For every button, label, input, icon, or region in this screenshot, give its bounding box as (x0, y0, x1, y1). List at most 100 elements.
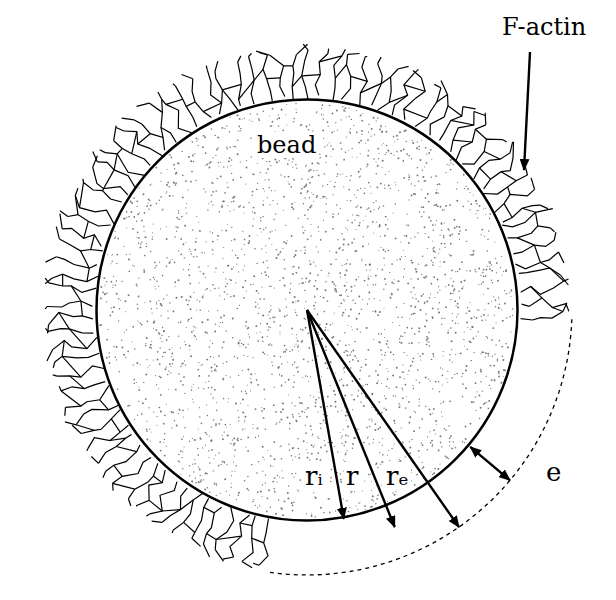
actin-filament (57, 366, 104, 377)
actin-twig (91, 457, 98, 464)
actin-twig (45, 307, 47, 309)
actin-twig (554, 232, 556, 240)
actin-twig (182, 75, 193, 79)
actin-filament (519, 268, 561, 275)
actin-crosslink (534, 245, 540, 262)
actin-crosslink (222, 84, 241, 90)
actin-filament (207, 70, 221, 115)
actin-twig (136, 505, 137, 506)
actin-filament (136, 470, 165, 506)
actin-crosslink (239, 80, 255, 99)
actin-filament (57, 257, 97, 269)
actin-filament (474, 153, 510, 179)
actin-crosslink (186, 102, 195, 106)
actin-crosslink (284, 65, 293, 66)
actin-crosslink (70, 376, 85, 389)
actin-twig (296, 44, 307, 54)
actin-twig (510, 142, 513, 153)
actin-twig (563, 303, 567, 312)
bead-label: bead (255, 132, 318, 158)
actin-filament (451, 112, 474, 152)
actin-twig (414, 69, 419, 73)
actin-crosslink (216, 536, 242, 539)
actin-crosslink (389, 95, 407, 102)
actin-filament (495, 189, 535, 212)
actin-crosslink (81, 251, 90, 268)
actin-filament (503, 205, 540, 222)
actin-crosslink (550, 268, 564, 281)
actin-crosslink (110, 438, 126, 440)
radius-arrow (307, 310, 395, 527)
actin-crosslink (484, 152, 500, 160)
actin-filament (173, 494, 203, 531)
actin-filament (47, 301, 92, 307)
actin-twig (242, 561, 252, 567)
actin-twig (253, 563, 259, 565)
actin-crosslink (69, 329, 87, 349)
radius-symbol: rᵢ (303, 462, 325, 491)
actin-crosslink (448, 106, 462, 116)
actin-crosslink (254, 69, 263, 80)
actin-twig (342, 49, 345, 55)
actin-twig (560, 275, 568, 285)
actin-twig (59, 386, 61, 391)
actin-crosslink (517, 238, 534, 245)
actin-crosslink (381, 77, 390, 84)
actin-filament (149, 103, 176, 142)
actin-filament (84, 183, 122, 202)
actin-twig (512, 142, 514, 159)
actin-twig (114, 126, 116, 141)
actin-crosslink (103, 189, 104, 191)
actin-twig (56, 227, 59, 239)
actin-filament (333, 56, 342, 100)
actin-filament (315, 54, 328, 96)
actin-crosslink (104, 170, 115, 189)
actin-twig (206, 66, 207, 70)
actin-filament (76, 405, 118, 425)
actin-twig (474, 112, 485, 116)
actin-filament (61, 382, 105, 391)
actin-filament (521, 281, 564, 294)
actin-crosslink (62, 356, 81, 377)
actin-filament (98, 434, 131, 463)
actin-twig (116, 128, 124, 132)
actin-crosslink (203, 103, 221, 112)
actin-twig (566, 304, 569, 312)
actin-twig (93, 156, 98, 167)
actin-twig (86, 449, 88, 451)
actin-twig (249, 53, 252, 56)
actin-filament (81, 410, 120, 434)
radius-symbol: rₑ (384, 462, 411, 491)
actin-crosslink (536, 212, 538, 226)
actin-filament (230, 515, 250, 557)
actin-twig (82, 179, 84, 183)
actin-filament (97, 162, 135, 188)
actin-twig (238, 56, 241, 62)
actin-crosslink (351, 76, 368, 81)
actin-twig (378, 57, 382, 64)
actin-filament (360, 57, 368, 106)
actin-filament (93, 167, 128, 195)
actin-filament (372, 64, 383, 106)
actin-crosslink (166, 99, 183, 104)
actin-crosslink (335, 65, 346, 79)
actin-twig (547, 209, 553, 210)
actin-twig (46, 257, 57, 262)
actin-twig (365, 56, 367, 57)
actin-twig (303, 44, 308, 50)
actin-crosslink (184, 522, 195, 532)
actin-filament (462, 139, 502, 164)
actin-twig (215, 61, 218, 71)
actin-twig (75, 188, 78, 195)
actin-twig (564, 279, 569, 281)
actin-twig (152, 521, 163, 522)
actin-crosslink (113, 483, 135, 489)
actin-crosslink (161, 128, 163, 138)
actin-crosslink (76, 425, 94, 431)
bead-shape (95, 98, 519, 522)
actin-twig (53, 375, 57, 376)
actin-crosslink (252, 538, 264, 543)
actin-filament (49, 283, 97, 293)
actin-twig (53, 362, 55, 368)
actin-crosslink (153, 476, 162, 483)
